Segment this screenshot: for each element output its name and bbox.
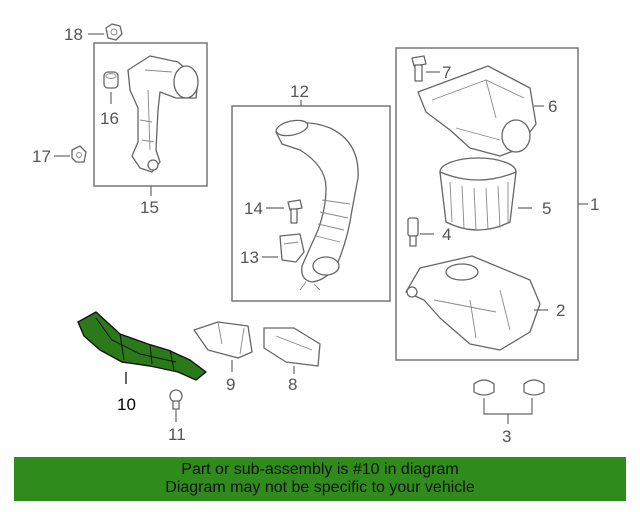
clamp-part-16[interactable] [103,71,119,89]
duct-part-9[interactable] [193,321,253,359]
callout-7: 7 [442,63,451,82]
leader-3 [483,398,533,424]
callout-16: 16 [100,109,119,128]
group-box-12 [231,105,391,302]
air-filter-part[interactable] [439,157,517,231]
inlet-duct-part[interactable] [127,55,199,173]
banner-line-1: Part or sub-assembly is #10 in diagram [181,461,459,478]
callout-8: 8 [288,375,297,394]
callout-4: 4 [442,225,451,244]
parts-diagram: 16 15 18 17 12 14 13 1 7 [32,23,599,446]
bracket-part-13[interactable] [279,233,305,263]
sensor-part-4[interactable] [407,217,419,247]
callout-14: 14 [244,199,263,218]
info-banner: Part or sub-assembly is #10 in diagram D… [14,457,626,501]
callout-11: 11 [168,425,186,444]
callout-9: 9 [226,375,235,394]
callout-1: 1 [590,195,599,214]
callout-13: 13 [240,248,259,267]
callout-5: 5 [542,199,551,218]
callout-10: 10 [117,395,136,414]
upper-housing-part[interactable] [417,65,537,157]
grommet-part-3b[interactable] [523,379,545,396]
lower-housing-part[interactable] [405,255,541,351]
deflector-part-8[interactable] [263,327,321,367]
callout-17: 17 [32,147,51,166]
callout-3: 3 [502,427,511,446]
pin-part-11[interactable] [169,389,183,410]
banner-line-2: Diagram may not be specific to your vehi… [165,479,475,496]
highlighted-part-10[interactable] [77,311,207,381]
nut-part-18[interactable] [105,23,123,41]
bolt-part-7[interactable] [411,55,427,82]
grommet-part-17[interactable] [71,145,87,163]
callout-18: 18 [64,25,83,44]
callout-15: 15 [140,198,159,217]
intake-hose-part[interactable] [275,118,359,291]
grommet-part-3a[interactable] [473,379,495,396]
bolt-part-14[interactable] [287,199,303,224]
callout-2: 2 [556,301,565,320]
callout-12: 12 [290,82,309,101]
callout-6: 6 [548,97,557,116]
